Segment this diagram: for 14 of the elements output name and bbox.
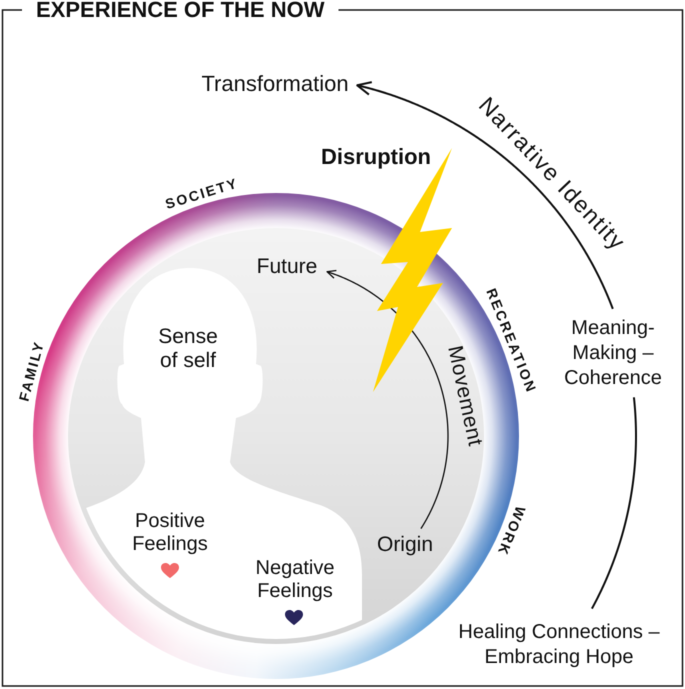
connector-line: [591, 397, 637, 610]
event-label: Disruption: [321, 144, 431, 170]
concept-label: Negative Feelings: [254, 557, 336, 603]
concept-label: Meaning-Making – Coherence: [555, 311, 671, 395]
concept-label: Future: [249, 254, 325, 281]
concept-label: Sense of self: [157, 324, 219, 374]
concept-label: Positive Feelings: [131, 510, 209, 556]
concept-label: Transformation: [195, 70, 355, 98]
concept-label: Origin: [371, 531, 439, 560]
concept-label: Healing Connections – Embracing Hope: [446, 611, 672, 671]
edge-label: Movement: [442, 344, 487, 448]
diagram-title: EXPERIENCE OF THE NOW: [36, 0, 324, 20]
arrow: [356, 81, 614, 310]
arrow: [326, 270, 449, 529]
